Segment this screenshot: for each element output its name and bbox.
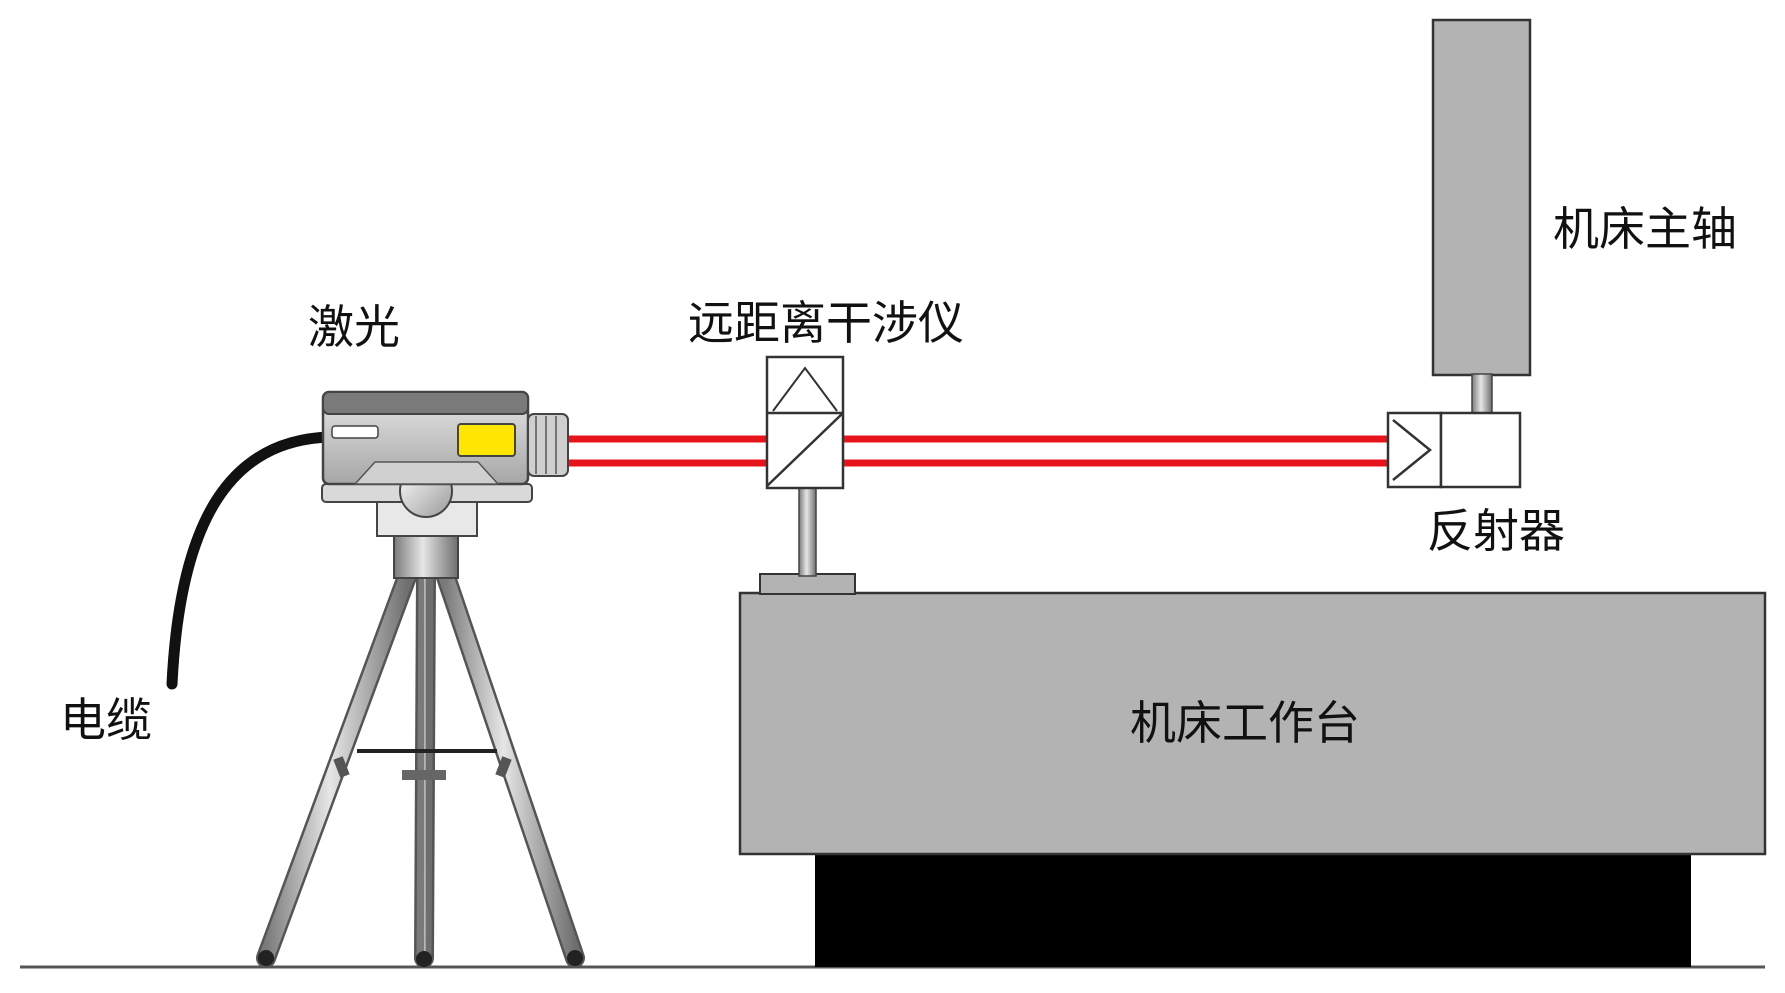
interferometer [765, 355, 845, 490]
label-spindle: 机床主轴 [1553, 202, 1737, 256]
label-cable: 电缆 [60, 693, 152, 747]
interferometer-mount-plate [759, 573, 856, 595]
interferometer-post [798, 487, 817, 577]
spindle [1431, 18, 1532, 377]
label-laser: 激光 [308, 300, 400, 354]
reflector [1386, 411, 1522, 489]
laser-head [321, 390, 569, 486]
worktable-base [815, 852, 1691, 967]
spindle-connector [1471, 373, 1493, 414]
label-worktable: 机床工作台 [1130, 696, 1360, 750]
label-interferometer: 远距离干涉仪 [688, 296, 964, 350]
tripod [256, 533, 585, 968]
label-reflector: 反射器 [1427, 504, 1565, 558]
worktable [738, 591, 1767, 856]
cable [166, 431, 336, 690]
laser-window [457, 423, 516, 457]
